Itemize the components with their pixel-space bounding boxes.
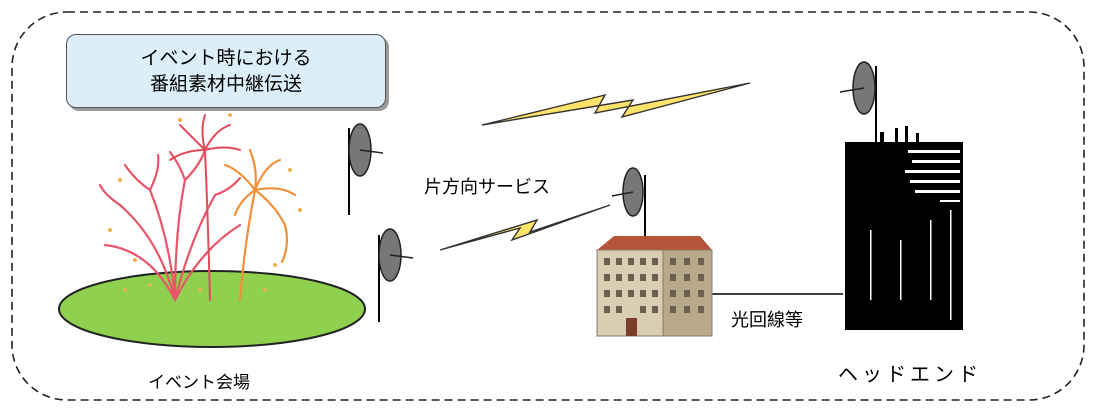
lightning-bolt-icon-upper bbox=[481, 82, 751, 126]
title-box: イベント時における 番組素材中継伝送 bbox=[66, 34, 386, 108]
lightning-bolt-icon-lower bbox=[439, 204, 611, 251]
building-icon bbox=[596, 236, 713, 337]
event-ground bbox=[58, 270, 366, 348]
one-way-service-label: 片方向サービス bbox=[424, 177, 550, 198]
optical-line-label: 光回線等 bbox=[731, 310, 803, 331]
dashed-border bbox=[11, 11, 1085, 401]
fireworks-icon bbox=[98, 113, 302, 302]
dish-antenna-icon-4 bbox=[839, 61, 877, 145]
title-line-2: 番組素材中継伝送 bbox=[149, 73, 302, 95]
dish-antenna-icon-2 bbox=[378, 228, 414, 322]
headend-label: ヘッドエンド bbox=[838, 362, 982, 386]
title-line-1: イベント時における bbox=[140, 47, 312, 69]
dish-antenna-icon-3 bbox=[611, 167, 646, 240]
event-venue-label: イベント会場 bbox=[148, 373, 250, 393]
tower-icon bbox=[845, 126, 963, 330]
dish-antenna-icon-1 bbox=[348, 123, 384, 215]
